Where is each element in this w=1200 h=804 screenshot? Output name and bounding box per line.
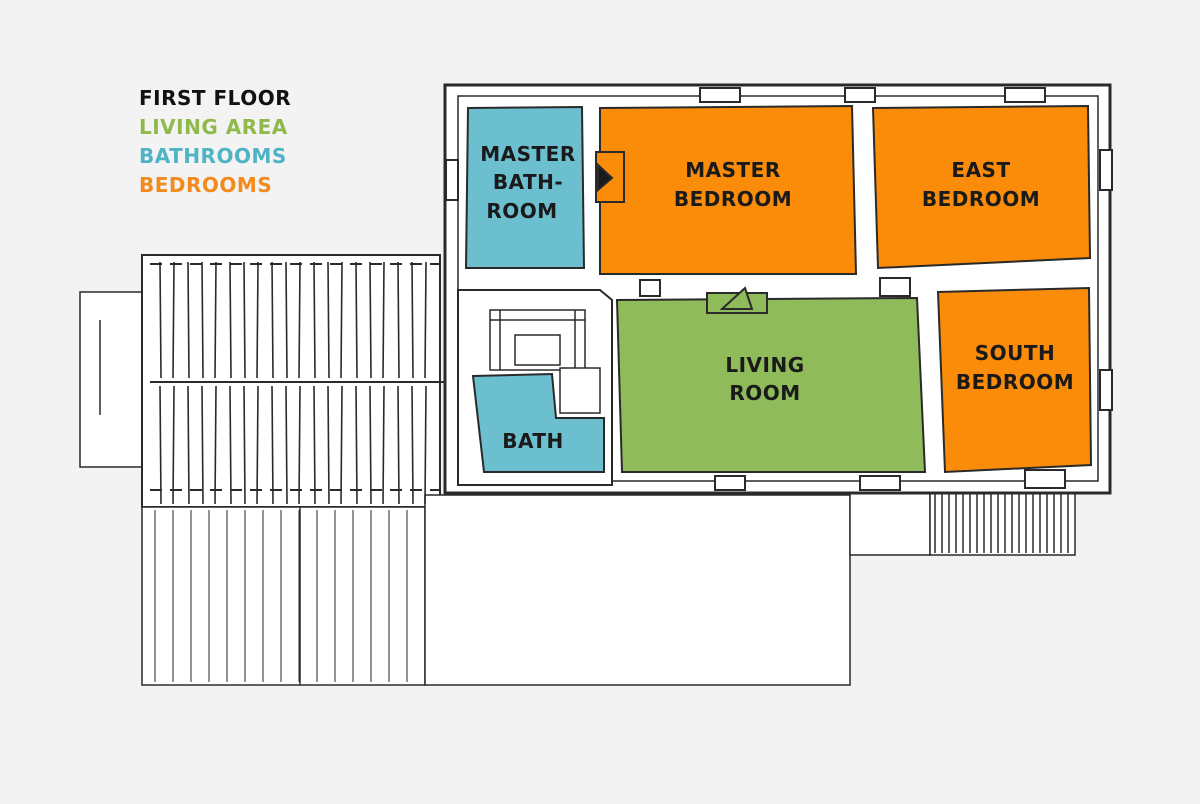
master-bedroom-label-1: MASTER [685,158,781,182]
terrace-slat [256,385,259,505]
master-bedroom-label-2: BEDROOM [674,187,792,211]
legend: FIRST FLOOR LIVING AREA BATHROOMS BEDROO… [139,84,291,200]
south-bedroom-label-2: BEDROOM [956,370,1074,394]
living-room-label-2: ROOM [729,381,800,405]
room-living-room: LIVING ROOM [615,286,927,473]
terrace-slat [159,261,162,379]
bath-label: BATH [502,429,564,453]
terrace-slat [201,261,204,379]
east-bedroom-label-1: EAST [951,158,1010,182]
terrace-slat [340,261,343,379]
terrace-slat [424,261,427,379]
fireplace-icon-living [706,286,768,314]
terrace-slat [243,385,246,505]
terrace-slat [424,385,427,505]
master-bathroom-label-3: ROOM [486,199,557,223]
terrace-slat [355,261,358,379]
terrace-slat [243,261,246,379]
wall-details [445,87,1113,491]
terrace-slat [327,385,330,505]
terrace-slat [298,385,301,505]
living-room-label-1: LIVING [725,353,804,377]
terrace-slat [159,385,162,505]
room-east-bedroom: EAST BEDROOM [871,104,1092,270]
terrace-slat [201,385,204,505]
terrace-slat [327,261,330,379]
terrace-slat [369,385,372,505]
terrace-slat [369,261,372,379]
terrace-slat [229,261,232,379]
terrace-slat [214,385,217,505]
terrace-slat [298,261,301,379]
terrace-slat [187,261,190,379]
terrace-slat [340,385,343,505]
terrace-structure [79,254,851,686]
legend-bedrooms: BEDROOMS [139,173,273,197]
master-bathroom-label-2: BATH- [493,170,563,194]
legend-living-area: LIVING AREA [139,115,288,139]
terrace-slat [397,385,400,505]
fireplace-icon [595,151,625,203]
terrace-slat [313,385,316,505]
terrace-slat [187,385,190,505]
terrace-slat [411,385,414,505]
terrace-slat [285,385,288,505]
terrace-slat [271,385,274,505]
south-bedroom-label-1: SOUTH [975,341,1056,365]
terrace-slat [172,261,175,379]
legend-bathrooms: BATHROOMS [139,144,287,168]
terrace-slat [214,261,217,379]
terrace-slat [271,261,274,379]
terrace-slat [382,261,385,379]
staircase [489,309,601,414]
room-south-bedroom: SOUTH BEDROOM [936,286,1093,474]
terrace-slat [256,261,259,379]
room-master-bathroom: MASTER BATH- ROOM [464,105,586,269]
terrace-slat [172,385,175,505]
south-steps [849,489,1076,556]
terrace-slat [229,385,232,505]
room-master-bedroom: MASTER BEDROOM [595,104,858,275]
room-bath: BATH [471,372,605,473]
terrace-slat [382,385,385,505]
east-bedroom-label-2: BEDROOM [922,187,1040,211]
terrace-slat [411,261,414,379]
master-bathroom-label-1: MASTER [480,142,576,166]
terrace-slat [355,385,358,505]
terrace-slat [285,261,288,379]
terrace-slat [313,261,316,379]
legend-title: FIRST FLOOR [139,86,292,110]
terrace-slat [397,261,400,379]
